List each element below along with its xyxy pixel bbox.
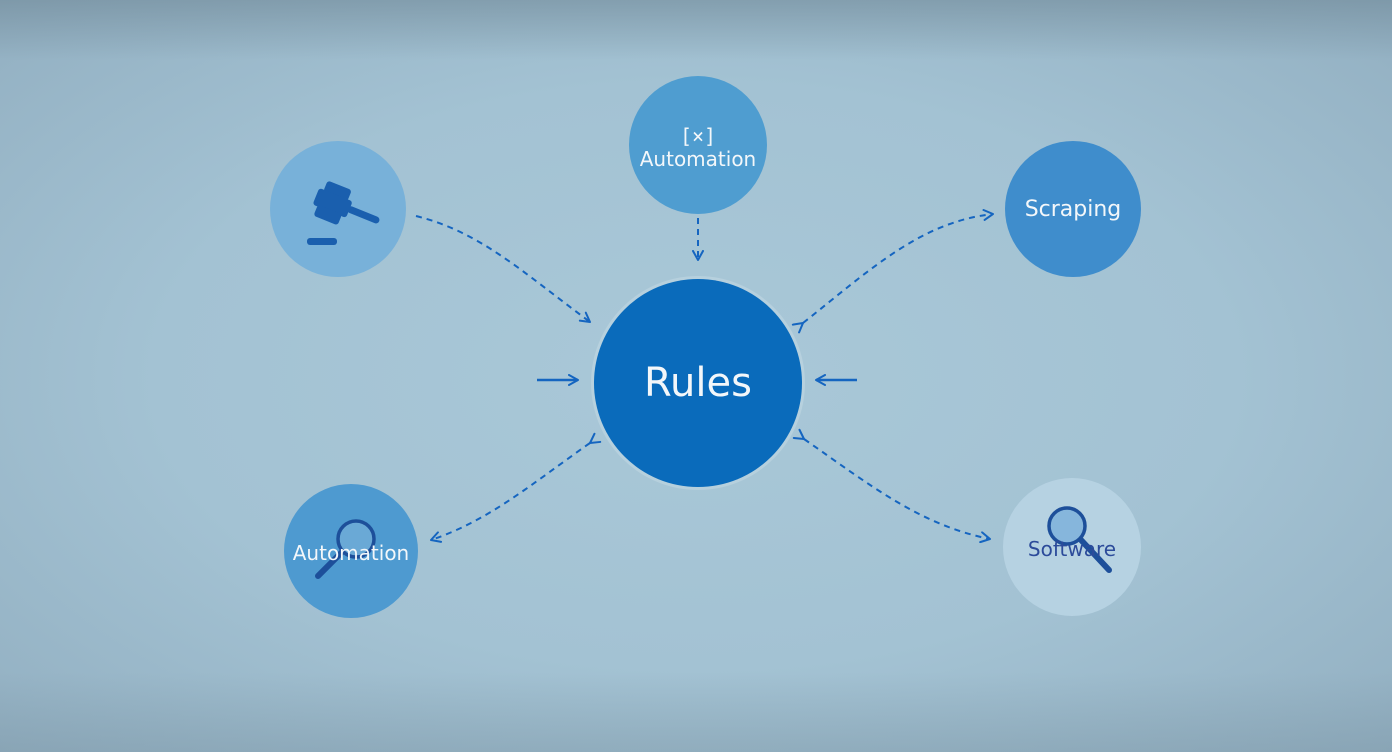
top-vignette: [0, 0, 1392, 60]
bottom-vignette: [0, 672, 1392, 752]
bracket-x-icon: [×]: [679, 124, 717, 148]
node-software: Software: [1003, 478, 1141, 616]
node-automation-top-label: Automation: [639, 147, 757, 171]
node-automation-bottom-label: Automation: [292, 541, 410, 565]
gavel-icon: [307, 181, 380, 245]
node-rules: Rules: [594, 279, 802, 487]
node-software-label: Software: [1027, 537, 1117, 561]
arrow-center-software: [792, 428, 991, 544]
arrow-gavel-to-center: [415, 215, 591, 323]
magnifier-icon: [1047, 506, 1112, 573]
node-automation-top: [×] Automation: [629, 76, 767, 214]
node-gavel: [270, 141, 406, 277]
node-automation-bottom: Automation: [284, 484, 418, 618]
node-rules-label: Rules: [644, 360, 752, 406]
magnifier-icon: [315, 519, 376, 579]
arrow-center-scraping: [791, 209, 994, 334]
arrow-center-automation: [430, 432, 602, 543]
node-scraping: Scraping: [1005, 141, 1141, 277]
node-scraping-label: Scraping: [1024, 196, 1122, 222]
